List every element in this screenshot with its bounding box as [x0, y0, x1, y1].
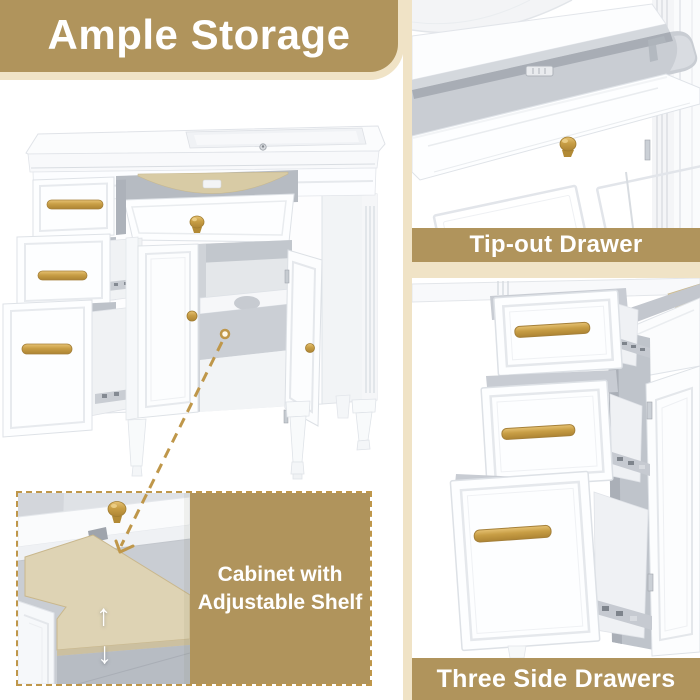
adjustable-shelf-caption: Cabinet with Adjustable Shelf: [190, 493, 370, 684]
vanity-photo: [2, 125, 386, 480]
three-side-drawers-photo: [412, 278, 700, 658]
gold-handle-icon: [514, 321, 591, 338]
tip-out-drawer-caption: Tip-out Drawer: [412, 228, 700, 262]
left-drawer-top: [32, 176, 115, 239]
tip-out-drawer-photo: [412, 0, 700, 228]
shelf-cutout: [234, 296, 260, 310]
open-right-door: [283, 249, 323, 427]
hinge-icon: [284, 269, 290, 284]
open-door: [18, 600, 55, 684]
page-title: Ample Storage: [47, 11, 351, 58]
tip-out-drawer-front: [412, 73, 700, 181]
divider-horizontal: [403, 262, 700, 278]
gold-handle-icon: [21, 343, 73, 355]
tip-out-drawer-caption-text: Tip-out Drawer: [469, 231, 643, 258]
adjustable-shelf-caption-line2: Adjustable Shelf: [197, 590, 363, 614]
side-drawer-2: [480, 379, 650, 489]
shelf-down-arrow-icon: ↓: [97, 637, 112, 670]
gold-handle-icon: [46, 199, 104, 210]
adjustable-shelf-caption-line1: Cabinet with: [217, 562, 343, 586]
pilaster-right: [362, 193, 377, 402]
cabinet-top-rail: [412, 278, 700, 303]
center-door: [137, 243, 199, 419]
vent-grille: [525, 65, 554, 77]
title-banner-outline: Ample Storage: [0, 0, 404, 80]
cabinet-doors: [432, 139, 700, 228]
left-drawer-middle: [16, 233, 150, 310]
three-side-drawers-caption: Three Side Drawers: [412, 658, 700, 700]
gold-knob-icon: [305, 343, 315, 353]
title-banner: Ample Storage: [0, 0, 398, 72]
hinge-icon: [644, 139, 651, 161]
gold-knob-icon: [559, 136, 577, 157]
cabinet-interior: [198, 240, 292, 412]
three-side-drawers-panel: Three Side Drawers: [412, 278, 700, 700]
gold-knob-icon: [186, 310, 198, 322]
cabinet-legs: [127, 394, 377, 480]
cabinet-leg: [507, 645, 527, 658]
shelf-up-arrow-icon: ↑: [96, 599, 111, 632]
adjustable-shelf: [24, 534, 190, 656]
side-drawer-1: [493, 289, 650, 377]
tip-out-drawer-panel: Tip-out Drawer: [412, 0, 700, 262]
gold-handle-icon: [37, 270, 88, 281]
adjustable-shelf-inset: ↑ ↓ Cabinet with Adjustable Shelf: [16, 491, 372, 686]
open-door: [645, 365, 700, 657]
drawer-latch: [648, 36, 666, 62]
tip-out-drawer-interior: [412, 31, 698, 160]
hinge-icon: [646, 401, 653, 420]
adjustable-shelf: [199, 288, 291, 412]
side-drawer-3: [449, 470, 652, 652]
tip-out-drawer: [116, 170, 298, 243]
three-side-drawers-caption-text: Three Side Drawers: [436, 664, 676, 693]
divider-vertical: [403, 0, 412, 700]
gold-knob-icon: [189, 215, 205, 233]
gold-handle-icon: [501, 424, 576, 440]
gold-handle-icon: [473, 524, 552, 543]
hinge-icon: [647, 573, 654, 592]
